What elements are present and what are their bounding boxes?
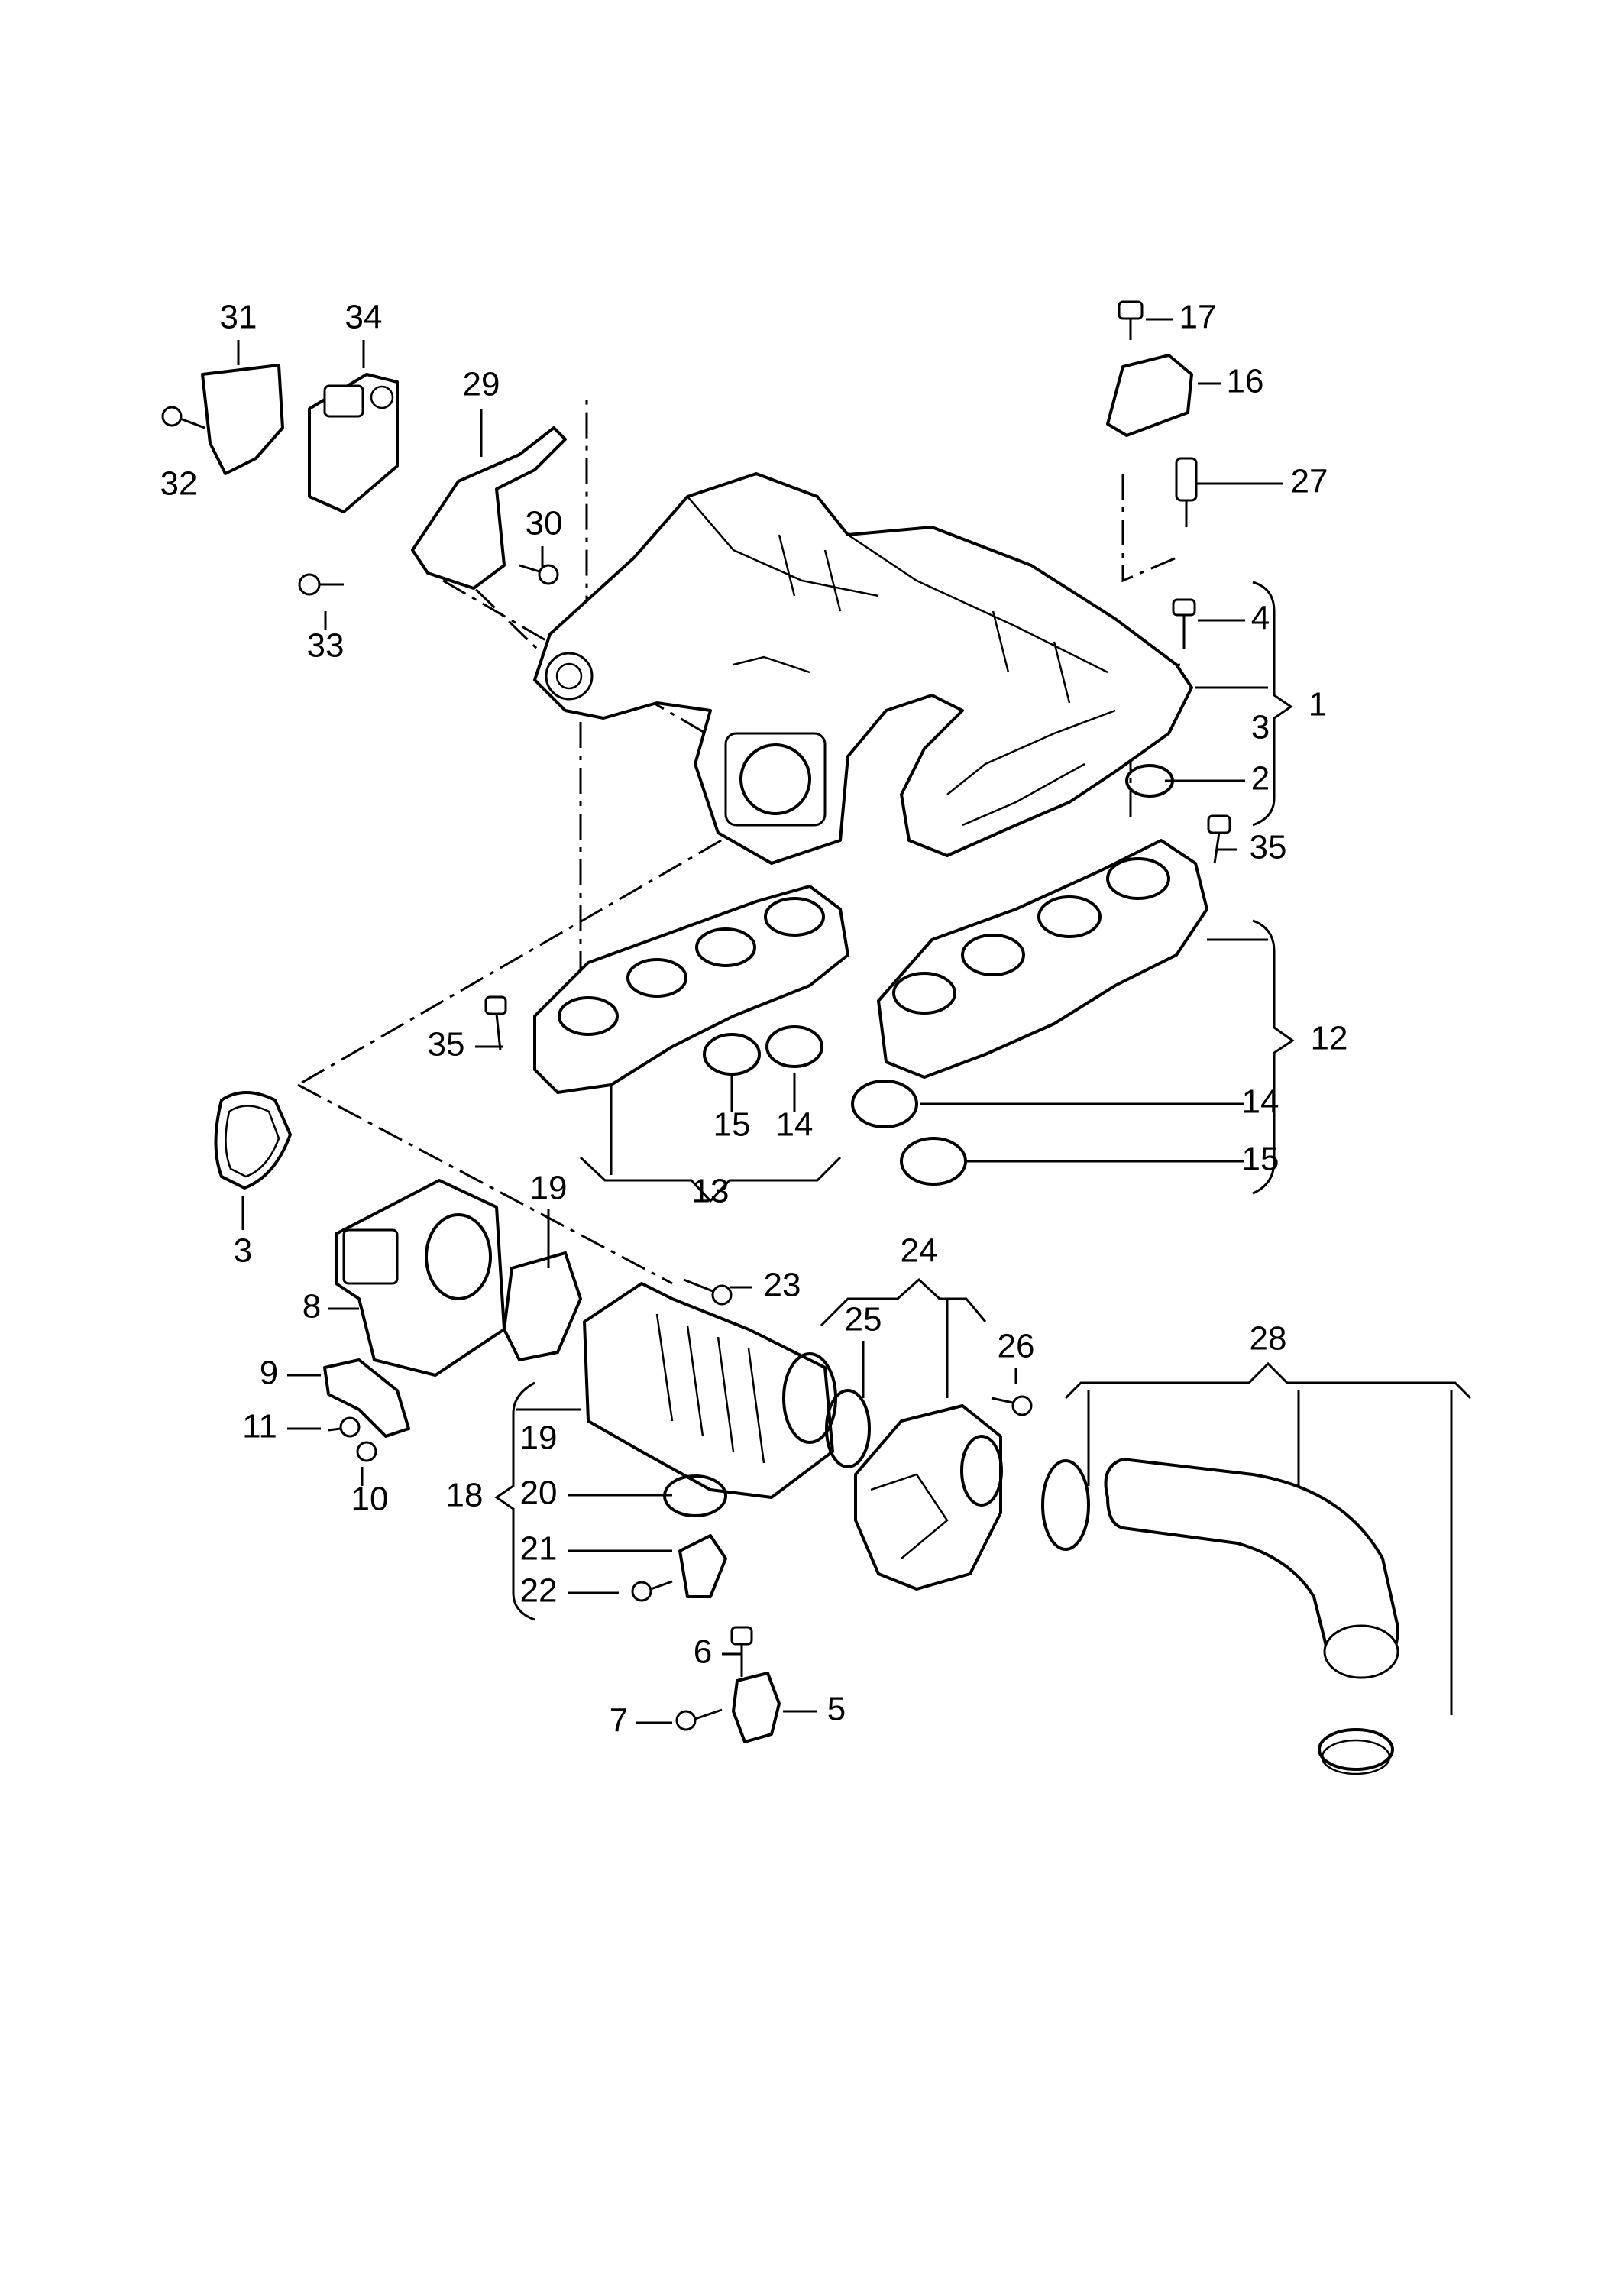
seal-rings — [703, 764, 1174, 1186]
callout-8: 8 — [302, 1288, 321, 1326]
bolt-6 — [730, 1626, 753, 1677]
hose-clamp-left — [1041, 1459, 1090, 1551]
control-unit — [308, 373, 399, 513]
leader-lines — [237, 318, 1472, 1724]
bolt-11 — [328, 1416, 361, 1438]
callout-5: 5 — [827, 1691, 846, 1728]
throttle-actuator-8 — [335, 1179, 506, 1377]
intake-manifold-upper — [533, 472, 1193, 865]
callout-24: 24 — [901, 1232, 938, 1270]
callout-33: 33 — [307, 627, 345, 665]
callout-1: 1 — [1309, 686, 1327, 723]
callout-19-top: 19 — [530, 1170, 568, 1207]
callout-labels: 31 34 29 32 30 33 17 16 27 4 1 3 2 35 12… — [160, 299, 1348, 1740]
bolt-32 — [161, 406, 205, 429]
seal-ring-20 — [663, 1474, 727, 1517]
callout-16: 16 — [1227, 363, 1264, 400]
bolt-30 — [519, 564, 559, 585]
bolt-10 — [356, 1441, 377, 1462]
gasket-19 — [502, 1251, 583, 1362]
bracket-5 — [732, 1672, 781, 1743]
bolt-7 — [675, 1708, 723, 1731]
intake-manifold-lower-right — [877, 839, 1208, 1079]
callout-31: 31 — [220, 299, 257, 336]
callout-3-left: 3 — [234, 1232, 252, 1270]
callout-12: 12 — [1311, 1020, 1348, 1057]
hose-clamp-bottom — [1318, 1728, 1394, 1775]
callout-30: 30 — [526, 505, 563, 542]
callout-35-left: 35 — [428, 1026, 465, 1063]
callout-14-left: 14 — [776, 1106, 814, 1144]
callout-23: 23 — [764, 1267, 801, 1304]
sensor-27 — [1175, 457, 1198, 527]
bolt-33 — [298, 573, 344, 596]
intake-hose-28 — [1104, 1458, 1399, 1679]
bolt-17 — [1118, 300, 1144, 340]
callout-21: 21 — [520, 1530, 558, 1568]
callout-15-right: 15 — [1242, 1141, 1279, 1178]
callout-19-lower: 19 — [520, 1419, 558, 1457]
bolt-23 — [683, 1278, 733, 1306]
callout-14-right: 14 — [1242, 1083, 1279, 1121]
bolt-22 — [631, 1580, 673, 1602]
callout-20: 20 — [520, 1474, 558, 1512]
callout-10: 10 — [351, 1481, 389, 1518]
callout-18: 18 — [446, 1477, 484, 1514]
bracket-9 — [323, 1358, 410, 1438]
parts — [161, 300, 1399, 1775]
callout-11: 11 — [242, 1408, 277, 1445]
seal-ring-25 — [825, 1389, 871, 1468]
mounting-bracket — [411, 426, 567, 590]
gasket-3-left — [214, 1091, 293, 1190]
callout-13: 13 — [692, 1173, 730, 1210]
intake-connector-18 — [583, 1282, 837, 1499]
callout-29: 29 — [463, 366, 500, 403]
callout-3-right: 3 — [1251, 709, 1270, 746]
callout-27: 27 — [1291, 463, 1328, 500]
callout-22: 22 — [520, 1572, 558, 1610]
callout-32: 32 — [160, 465, 198, 503]
callout-9: 9 — [260, 1355, 278, 1392]
callout-15-left: 15 — [713, 1106, 751, 1144]
callout-26: 26 — [998, 1328, 1035, 1365]
throttle-body-24 — [854, 1404, 1003, 1591]
callout-28: 28 — [1250, 1320, 1287, 1358]
bolt-35-right — [1207, 814, 1231, 864]
callout-2: 2 — [1251, 760, 1270, 798]
callout-25: 25 — [845, 1301, 882, 1338]
sensor-21 — [678, 1534, 727, 1598]
callout-35-right: 35 — [1250, 829, 1287, 866]
callout-17: 17 — [1179, 299, 1217, 336]
intake-manifold-lower-left — [533, 885, 849, 1094]
bracket-plate — [201, 364, 284, 475]
callout-4: 4 — [1251, 600, 1270, 637]
callout-6: 6 — [694, 1633, 712, 1671]
bolt-26 — [991, 1395, 1033, 1416]
hose-clip — [1106, 354, 1193, 437]
bolt-4 — [1172, 598, 1196, 649]
bolts — [161, 300, 1231, 1731]
callout-7: 7 — [610, 1702, 628, 1740]
bolt-35-left — [484, 995, 507, 1051]
callout-34: 34 — [345, 299, 383, 336]
